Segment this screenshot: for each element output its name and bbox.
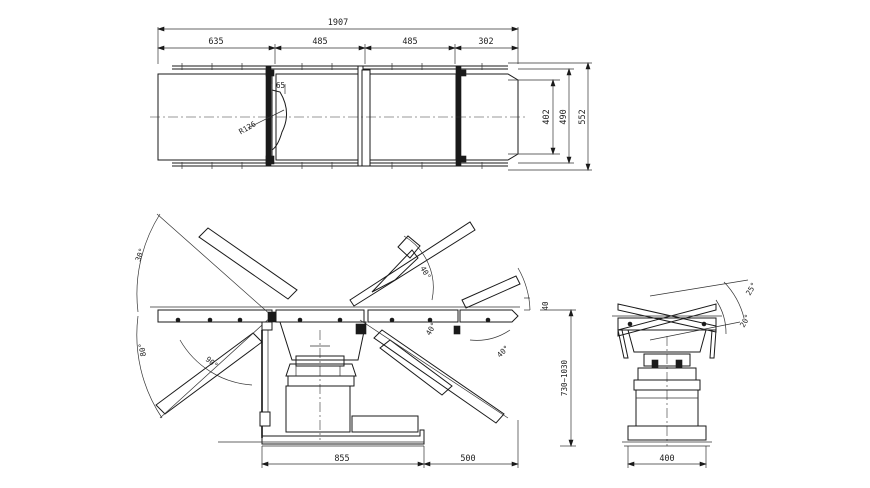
top-view: 1907 635 485 485 302 [150,18,592,171]
dim-base-right: 500 [460,454,475,464]
dim-overall-length: 1907 [328,18,348,28]
dim-base-left: 855 [334,454,349,464]
dim-radius: R126 [237,119,258,136]
dim-end-width: 400 [659,454,674,464]
label-head-down-angle: 80° [137,342,148,357]
dim-segment-1: 635 [208,37,223,47]
label-tilt-top: 25° [744,281,759,297]
dim-segment-4: 302 [478,37,493,47]
label-leg-down-angle: 40° [424,321,439,337]
dim-mid-width: 490 [559,109,569,124]
label-leg-angle: 40° [495,343,511,359]
label-head-angle: 30° [133,247,146,263]
dim-segment-2: 485 [312,37,327,47]
dim-offset: 65 [276,81,285,90]
dim-segment-3: 485 [402,37,417,47]
dim-height: 730~1030 [560,359,569,396]
end-view: 25° 20° 400 [612,279,759,468]
dim-mattress: 40 [541,301,550,311]
dim-outer-width: 552 [578,109,588,124]
label-back-up-angle: 40° [418,265,433,281]
side-view: 30° 80° 90° 40° 40° 40° 40 [133,213,576,468]
dim-inner-width: 402 [542,109,552,124]
label-tilt-bottom: 20° [738,313,753,329]
